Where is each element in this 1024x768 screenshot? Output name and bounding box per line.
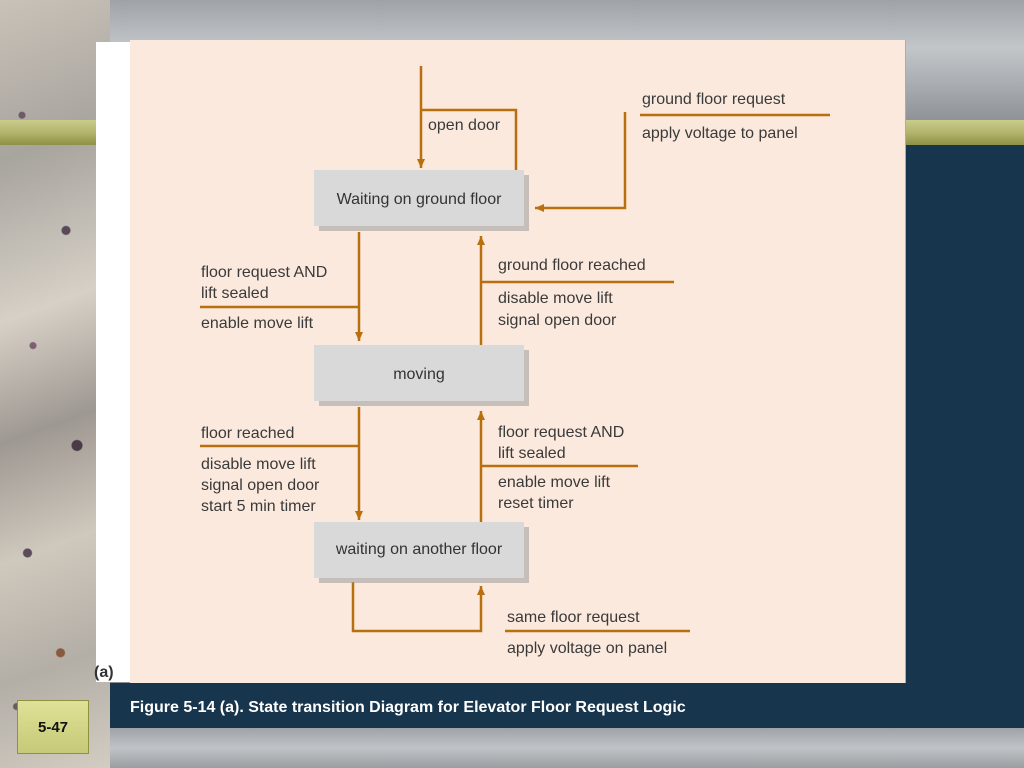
label-same-floor-event: same floor request (507, 609, 640, 626)
state-waiting-ground (314, 170, 524, 226)
label-moving-to-another-action-3: start 5 min timer (201, 498, 316, 515)
label-another-to-moving-action-1: enable move lift (498, 474, 611, 491)
label-moving-to-another-action-2: signal open door (201, 477, 320, 494)
slide-number: 5-47 (17, 700, 89, 754)
marble-background-bottom (110, 728, 1024, 768)
label-ground-to-moving-event-1: floor request AND (201, 264, 327, 281)
state-moving (314, 345, 524, 401)
label-moving-to-another-action-1: disable move lift (201, 456, 316, 473)
state-waiting-another (314, 522, 524, 578)
caption-bar (110, 683, 1024, 728)
label-moving-to-ground-action-1: disable move lift (498, 290, 613, 307)
label-ground-to-moving-event-2: lift sealed (201, 285, 269, 302)
ground-floor-request-loop (535, 112, 627, 212)
same-floor-loop (351, 582, 485, 633)
figure-caption: Figure 5-14 (a). State transition Diagra… (130, 699, 686, 716)
label-moving-to-another-event-1: floor reached (201, 425, 294, 442)
open-door-transition (421, 108, 518, 170)
label-open-door: open door (428, 117, 501, 134)
state-label-ground: Waiting on ground floor (337, 191, 503, 208)
label-another-to-moving-action-2: reset timer (498, 495, 574, 512)
label-moving-to-ground-event-1: ground floor reached (498, 257, 646, 274)
label-ground-request-event: ground floor request (642, 91, 786, 108)
state-label-another: waiting on another floor (335, 541, 503, 558)
white-margin (96, 42, 130, 682)
label-moving-to-ground-action-2: signal open door (498, 312, 617, 329)
label-ground-to-moving-action-1: enable move lift (201, 315, 314, 332)
figure-sublabel: (a) (94, 664, 114, 681)
navy-side-panel (905, 145, 1024, 728)
state-label-moving: moving (393, 366, 445, 383)
label-another-to-moving-event-1: floor request AND (498, 424, 624, 441)
label-ground-request-action: apply voltage to panel (642, 125, 798, 142)
label-same-floor-action: apply voltage on panel (507, 640, 667, 657)
label-another-to-moving-event-2: lift sealed (498, 445, 566, 462)
